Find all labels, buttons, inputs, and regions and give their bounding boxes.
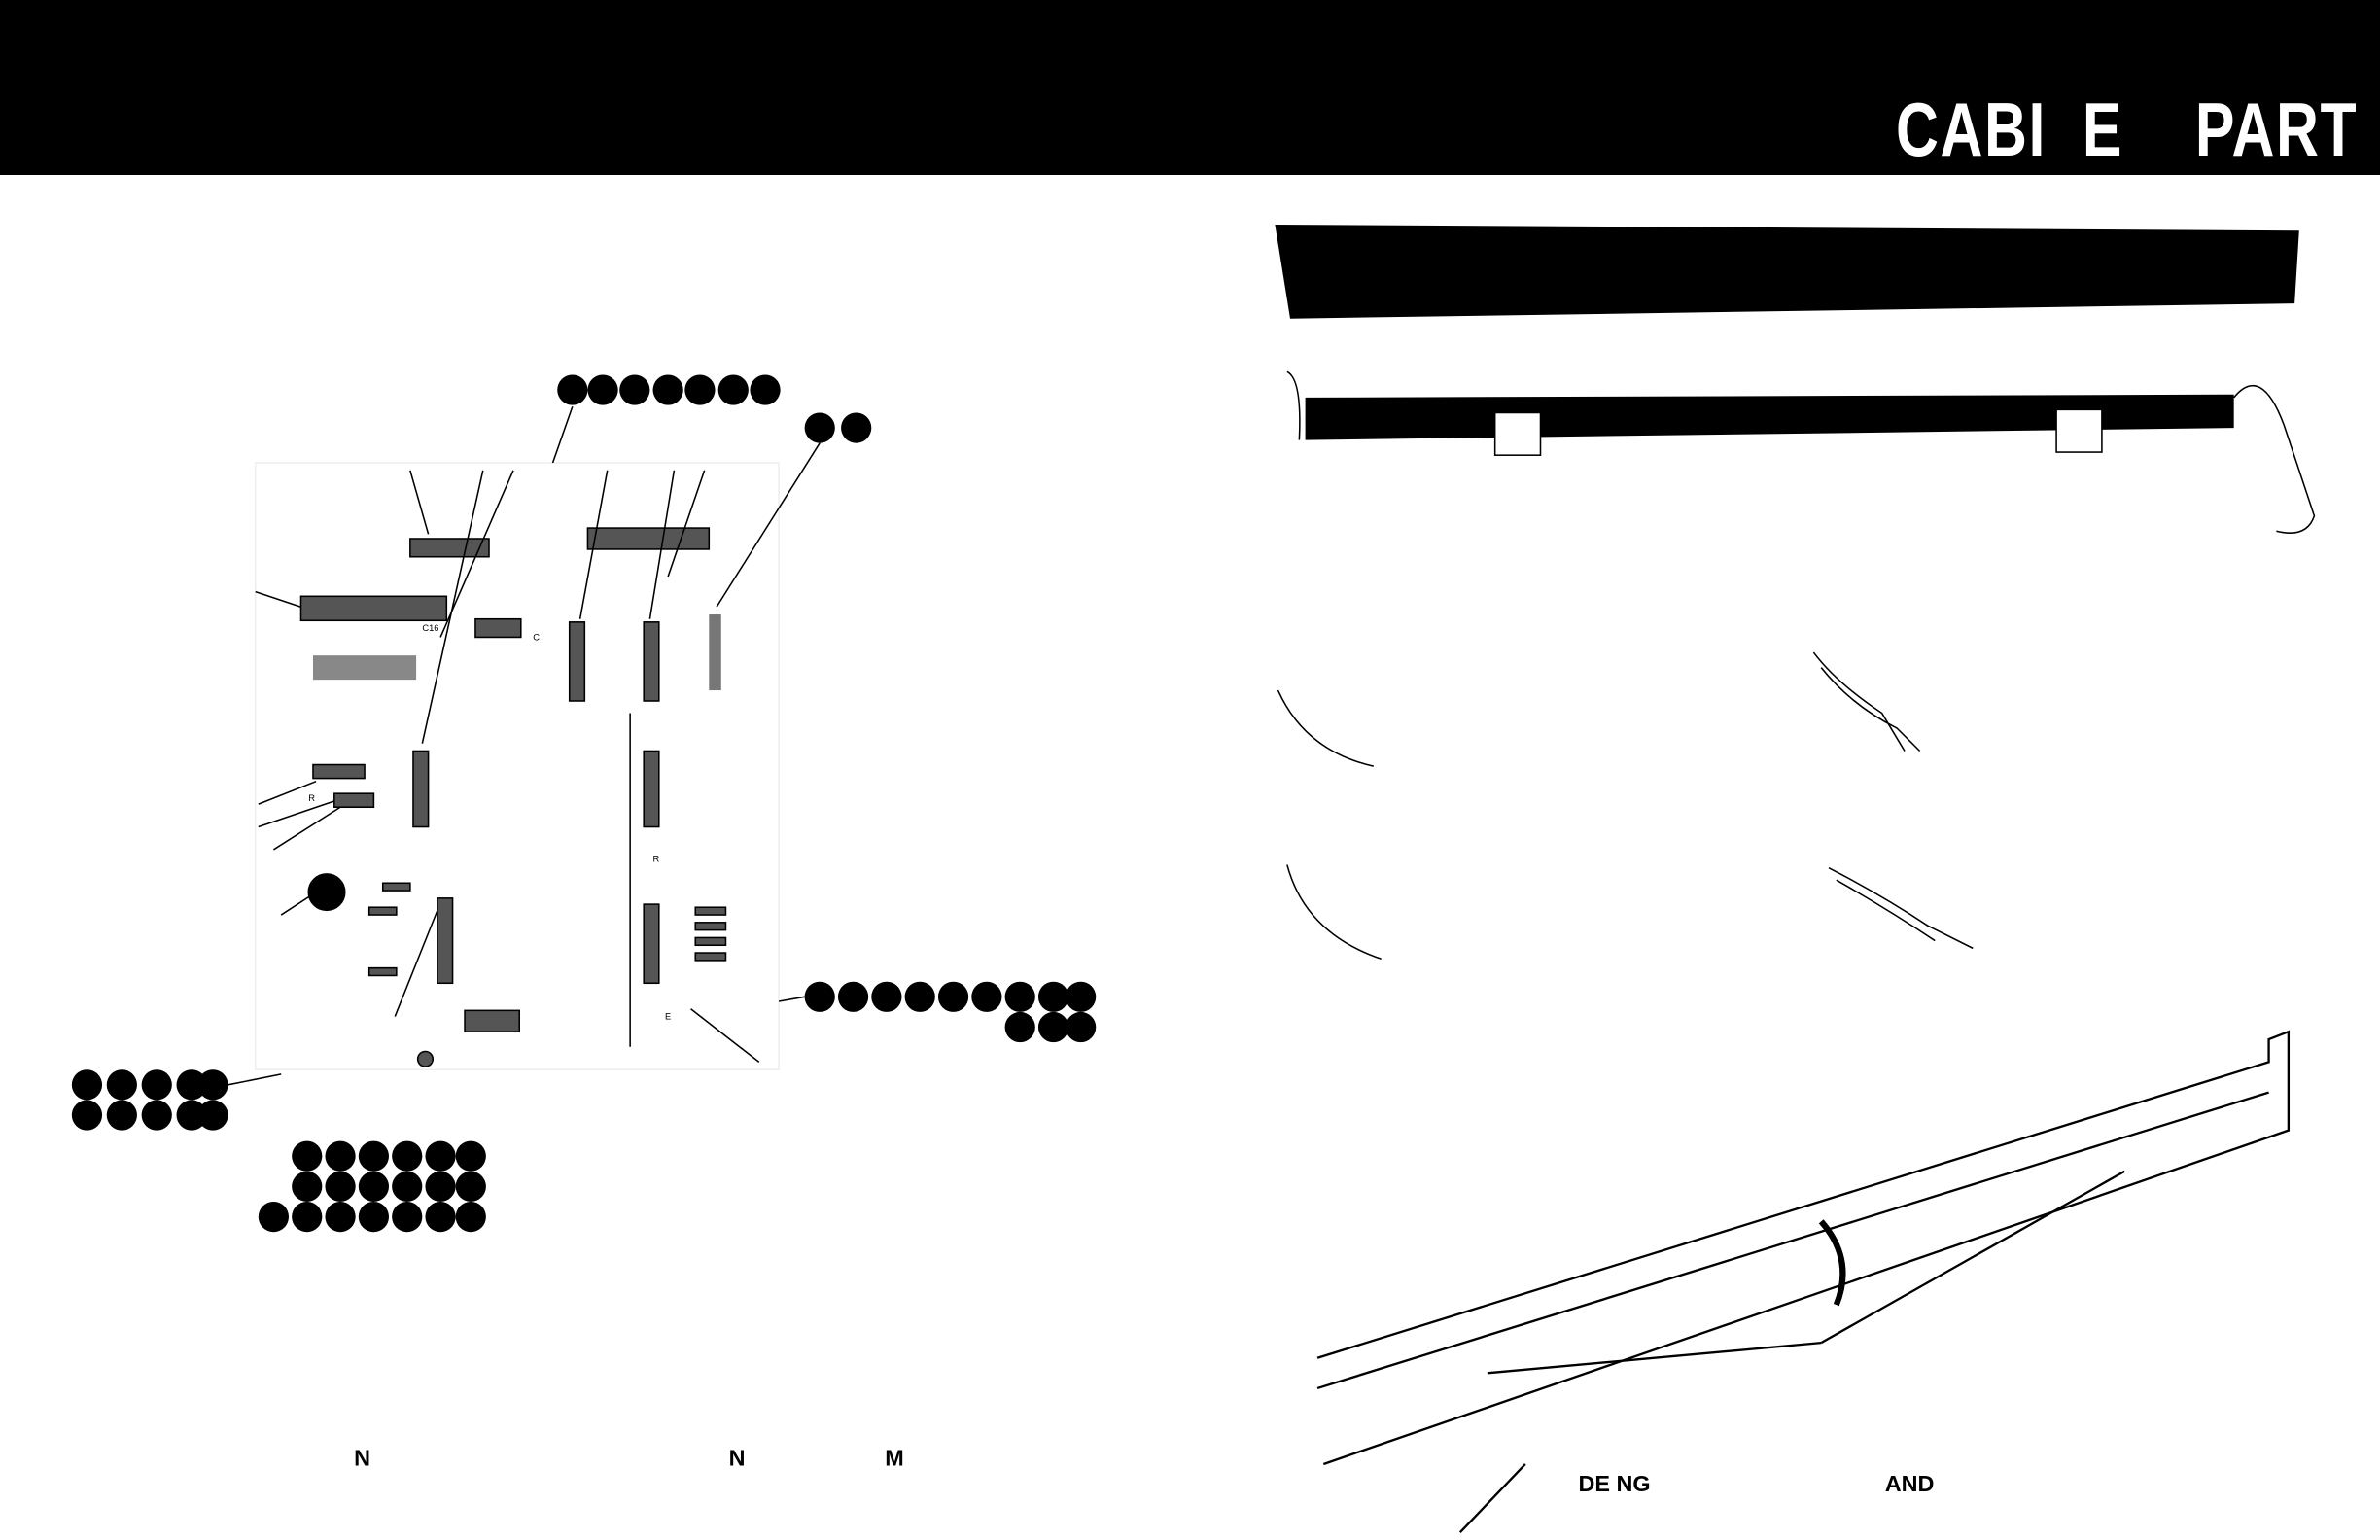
component-label: R [653, 854, 660, 863]
component-label: C [533, 633, 540, 643]
right-caption-fragment: DE NG [1579, 1471, 1651, 1496]
board-components [299, 527, 727, 1068]
callout-dots-left [71, 1069, 228, 1131]
cabinet-top-trim [1275, 224, 2299, 319]
callout-dots-bottom [258, 1140, 486, 1233]
left-caption-fragment: N [729, 1446, 746, 1471]
leader-lines [228, 405, 821, 1086]
cabinet-rail [1286, 370, 2316, 534]
component-label: R [308, 793, 315, 803]
header-band [0, 0, 2380, 175]
left-caption-fragment: N [354, 1446, 370, 1471]
page-title: CABI E PART [1896, 87, 2359, 172]
broken-panel-lower [1286, 864, 1974, 961]
callout-dots-top [557, 374, 872, 443]
circuit-board-diagram: C16 C R R E [71, 374, 1097, 1233]
broken-panel-upper [1277, 651, 1921, 767]
component-label: C16 [422, 623, 438, 633]
left-caption-fragment: M [885, 1446, 904, 1471]
component-label: E [665, 1012, 671, 1022]
right-caption-fragment: AND [1885, 1471, 1935, 1496]
callout-dots-right [804, 981, 1097, 1043]
cabinet-base-rail [1316, 1030, 2291, 1534]
